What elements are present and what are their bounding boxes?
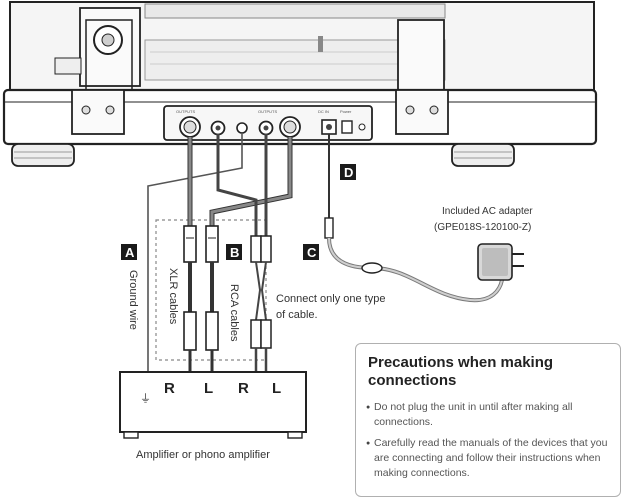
amp-channel-1: R	[164, 380, 175, 397]
xlr-cables	[183, 137, 293, 372]
badge-a: A	[121, 244, 137, 260]
badge-c: C	[303, 244, 319, 260]
precautions-title: Precautions when making connections	[368, 354, 554, 389]
precaution-item: Carefully read the manuals of the device…	[366, 436, 610, 481]
ac-adapter	[477, 243, 524, 281]
precaution-item: Do not plug the unit in until after maki…	[366, 400, 610, 430]
power-switch[interactable]	[341, 120, 353, 134]
ac-adapter-model: (GPE018S-120100-Z)	[434, 222, 531, 233]
amp-channel-3: R	[238, 380, 249, 397]
amp-label: Amplifier or phono amplifier	[136, 449, 270, 461]
svg-text:B: B	[230, 245, 239, 260]
connect-note: Connect only one type of cable.	[276, 293, 389, 321]
ground-wire-label: Ground wire	[127, 270, 139, 330]
foot-left	[11, 143, 75, 167]
xlr-cables-label: XLR cables	[167, 268, 179, 325]
panel-label-outputs-rca: OUTPUTS	[258, 109, 277, 114]
hinge-right	[397, 19, 445, 101]
svg-text:A: A	[125, 245, 135, 260]
precautions-box: Precautions when making connections Do n…	[355, 343, 621, 497]
tonearm-assembly	[54, 7, 141, 87]
precautions-list: Do not plug the unit in until after maki…	[366, 400, 610, 481]
turntable: OUTPUTS OUTPUTS DC IN Power	[2, 1, 598, 167]
panel-label-outputs-xlr: OUTPUTS	[176, 109, 195, 114]
amplifier: ⏚	[119, 371, 307, 439]
dc-cable	[324, 134, 504, 303]
ac-adapter-label: Included AC adapter	[442, 206, 533, 217]
panel-label-power: Power	[340, 109, 352, 114]
ground-terminal[interactable]	[236, 122, 248, 134]
rca-cables-label: RCA cables	[228, 284, 240, 342]
rca-cables	[216, 134, 272, 372]
badge-b: B	[226, 244, 242, 260]
svg-text:C: C	[307, 245, 317, 260]
svg-text:D: D	[344, 165, 353, 180]
ground-wire	[147, 134, 243, 392]
panel-label-dc-in: DC IN	[318, 109, 329, 114]
rear-panel: OUTPUTS OUTPUTS DC IN Power	[163, 105, 373, 141]
badge-d: D	[340, 164, 356, 180]
amp-channel-2: L	[204, 380, 213, 397]
foot-right	[451, 143, 515, 167]
amp-channel-4: L	[272, 380, 281, 397]
ground-symbol: ⏚	[140, 392, 151, 405]
